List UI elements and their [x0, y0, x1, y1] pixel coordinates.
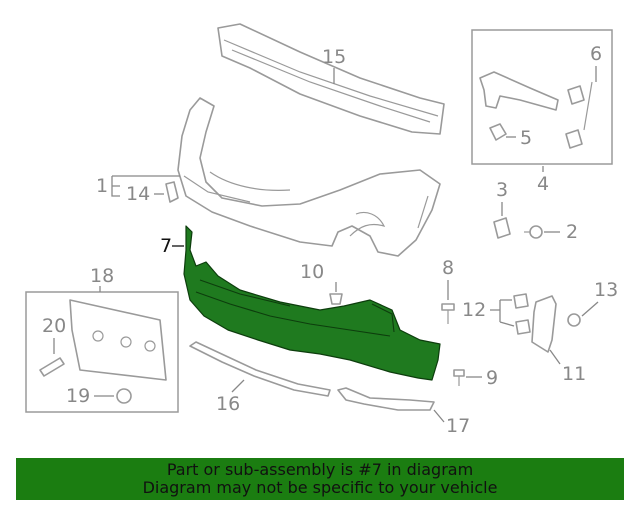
callout-1: 1	[96, 175, 108, 197]
info-banner: Part or sub-assembly is #7 in diagram Di…	[16, 458, 624, 500]
callout-2: 2	[566, 221, 578, 243]
leader-12	[490, 299, 515, 327]
banner-line-2: Diagram may not be specific to your vehi…	[142, 478, 498, 497]
callout-19: 19	[66, 385, 90, 407]
part-17-trim[interactable]	[337, 387, 435, 411]
callout-3: 3	[496, 179, 508, 201]
part-9-bolt[interactable]	[453, 369, 465, 386]
part-1-bumper-cover[interactable]	[177, 97, 441, 257]
leader-1	[111, 175, 180, 197]
part-11-bracket[interactable]	[531, 295, 557, 353]
parts-diagram: 15 1 14 6 5 4 3 2	[25, 23, 618, 437]
part-3-nut[interactable]	[493, 217, 511, 239]
callout-6: 6	[590, 43, 602, 65]
callout-12: 12	[462, 299, 486, 321]
callout-9: 9	[486, 367, 498, 389]
callout-10: 10	[300, 261, 324, 283]
callout-18: 18	[90, 265, 114, 287]
callout-13: 13	[594, 279, 618, 301]
leader-13	[581, 301, 599, 317]
part-19-bolt[interactable]	[116, 388, 132, 404]
part-15-reinforcement[interactable]	[217, 23, 445, 135]
part-5-fastener[interactable]	[489, 123, 507, 141]
part-6-clips[interactable]	[565, 81, 593, 149]
banner-line-1: Part or sub-assembly is #7 in diagram	[166, 460, 474, 479]
callout-8: 8	[442, 257, 454, 279]
callout-14: 14	[126, 183, 150, 205]
leader-11	[549, 349, 561, 365]
callout-4: 4	[537, 173, 549, 195]
callout-11: 11	[562, 363, 586, 385]
callout-20: 20	[42, 315, 66, 337]
callout-7: 7	[160, 235, 172, 257]
part-4-bracket[interactable]	[479, 71, 559, 111]
leader-17	[433, 409, 445, 423]
part-18-group-box	[25, 291, 179, 413]
part-7-lower-fascia[interactable]	[183, 225, 441, 381]
part-12-clips[interactable]	[513, 293, 531, 335]
callout-17: 17	[446, 415, 470, 437]
part-16-trim-strip[interactable]	[189, 341, 331, 397]
callout-5: 5	[520, 127, 532, 149]
callout-16: 16	[216, 393, 240, 415]
part-10-clip[interactable]	[329, 293, 343, 305]
part-8-bolt[interactable]	[441, 303, 455, 324]
part-14-clip[interactable]	[165, 181, 179, 203]
callout-15: 15	[322, 46, 346, 68]
leader-16	[231, 379, 245, 393]
part-2-bolt[interactable]	[524, 225, 543, 239]
part-4-group-box	[471, 29, 613, 165]
part-20-screw[interactable]	[39, 357, 65, 377]
part-18-plate-bracket[interactable]	[69, 299, 167, 381]
part-13-bolt[interactable]	[567, 313, 581, 327]
